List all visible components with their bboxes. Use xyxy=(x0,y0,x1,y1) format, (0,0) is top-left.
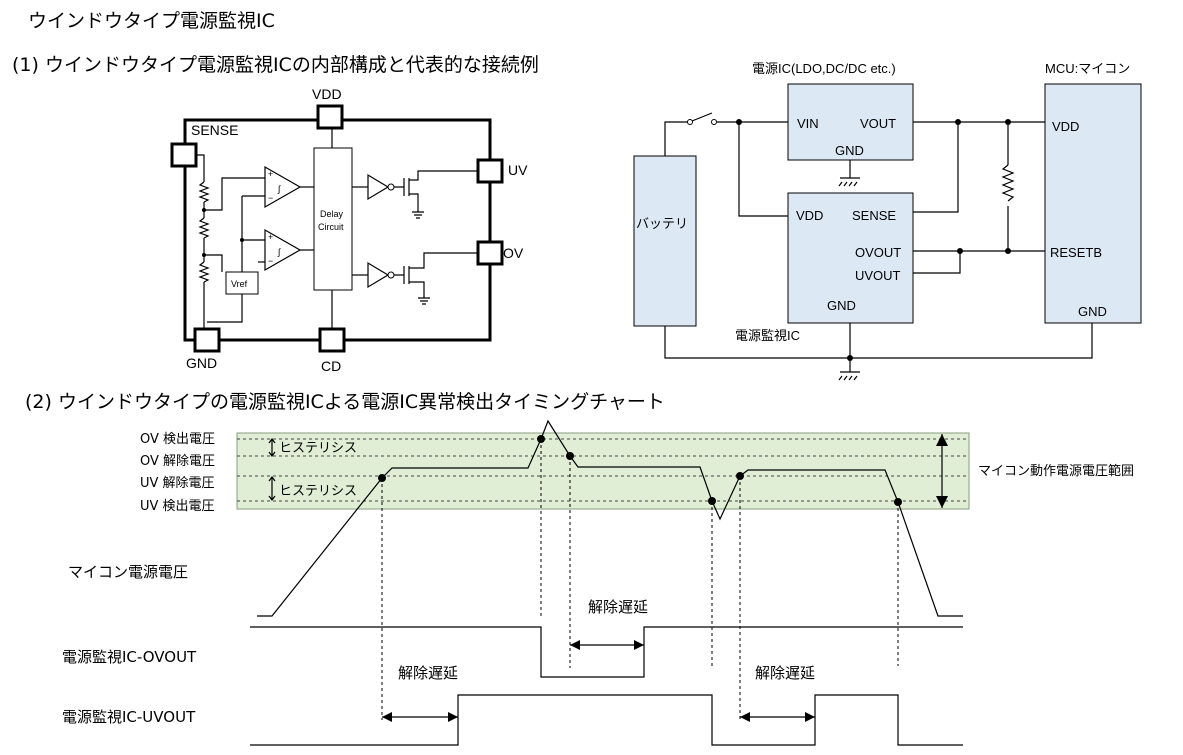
pullup-resistor xyxy=(1001,164,1015,202)
comparator-ov xyxy=(264,165,302,209)
section2-heading: (2) ウインドウタイプの電源監視ICよる電源IC異常検出タイミングチャート xyxy=(25,391,665,413)
mcu-label: MCU:マイコン xyxy=(1045,61,1130,76)
mcu-block xyxy=(1044,83,1142,324)
mcu-gnd: GND xyxy=(1078,304,1107,319)
pin-ov xyxy=(476,240,504,266)
pin-cd-label: CD xyxy=(321,358,341,374)
mcu-vdd: VDD xyxy=(1052,119,1079,134)
level-uv-release: UV 解除電圧 xyxy=(140,476,215,491)
delay-label-2: Circuit xyxy=(318,222,344,232)
vref-label: Vref xyxy=(231,279,248,289)
pin-uv-label: UV xyxy=(508,162,528,178)
delay-circuit xyxy=(313,147,353,291)
monitor-ic-vdd: VDD xyxy=(796,208,823,223)
uvout-release-delay-1: 解除遅延 xyxy=(398,664,458,682)
page-title: ウインドウタイプ電源監視IC xyxy=(28,10,275,32)
level-uv-detect: UV 検出電圧 xyxy=(140,499,215,514)
uvout-release-delay-2: 解除遅延 xyxy=(755,664,815,682)
power-ic-gnd: GND xyxy=(835,143,864,158)
ovout-release-delay: 解除遅延 xyxy=(588,598,648,616)
svg-text:∫: ∫ xyxy=(277,184,282,194)
svg-text:−: − xyxy=(268,193,273,203)
pin-sense xyxy=(170,142,198,168)
power-ic-vout: VOUT xyxy=(860,116,896,131)
section1-heading: (1) ウインドウタイプ電源監視ICの内部構成と代表的な接続例 xyxy=(12,54,539,76)
pin-gnd-label: GND xyxy=(186,355,217,371)
connection-example: バッテリ 電源IC(LDO,DC/DC etc.) VIN VOUT GND 電… xyxy=(633,61,1142,381)
svg-text:∫: ∫ xyxy=(277,247,282,257)
comparator-uv xyxy=(264,228,302,272)
range-label: マイコン動作電源電圧範囲 xyxy=(978,464,1134,479)
signal-uvout: 電源監視IC-UVOUT xyxy=(62,708,196,726)
hysteresis-uv: ヒステリシス xyxy=(279,484,357,499)
pin-cd xyxy=(318,327,346,353)
power-ic-label: 電源IC(LDO,DC/DC etc.) xyxy=(752,61,896,76)
monitor-ic-sense: SENSE xyxy=(852,208,896,223)
inverter-ov xyxy=(367,261,390,289)
monitor-ic-gnd: GND xyxy=(827,298,856,313)
level-ov-release: OV 解除電圧 xyxy=(140,454,215,469)
pin-vdd-label: VDD xyxy=(312,86,342,102)
timing-chart: OV 検出電圧 OV 解除電圧 UV 解除電圧 UV 検出電圧 ヒステリシス ヒ… xyxy=(62,419,1134,746)
mcu-resetb: RESETB xyxy=(1050,245,1102,260)
monitor-ic-block xyxy=(787,192,914,324)
battery-block xyxy=(633,155,697,327)
window-ic-internal: VDD SENSE UV OV GND CD + − ∫ + − ∫ Vref xyxy=(170,86,528,374)
power-ic-vin: VIN xyxy=(797,116,819,131)
monitor-ic-uvout: UVOUT xyxy=(855,268,901,283)
delay-label-1: Delay xyxy=(320,209,344,219)
mcu-voltage-waveform xyxy=(257,419,963,617)
svg-text:+: + xyxy=(268,232,273,242)
window-band xyxy=(236,432,970,510)
pin-ov-label: OV xyxy=(503,245,524,261)
level-ov-detect: OV 検出電圧 xyxy=(140,432,215,447)
pin-sense-label: SENSE xyxy=(191,122,238,138)
battery-label: バッテリ xyxy=(636,216,688,231)
pin-vdd xyxy=(316,104,344,130)
pin-uv xyxy=(476,158,504,184)
ovout-waveform xyxy=(250,626,963,678)
monitor-ic-label: 電源監視IC xyxy=(735,328,800,343)
signal-mcu-voltage: マイコン電源電圧 xyxy=(68,563,188,581)
signal-ovout: 電源監視IC-OVOUT xyxy=(62,648,197,666)
svg-text:−: − xyxy=(268,256,273,266)
pin-gnd xyxy=(193,327,221,353)
svg-text:+: + xyxy=(268,169,273,179)
hysteresis-ov: ヒステリシス xyxy=(279,441,357,456)
uvout-waveform xyxy=(250,694,963,746)
monitor-ic-ovout: OVOUT xyxy=(855,245,901,260)
inverter-uv xyxy=(367,173,390,201)
